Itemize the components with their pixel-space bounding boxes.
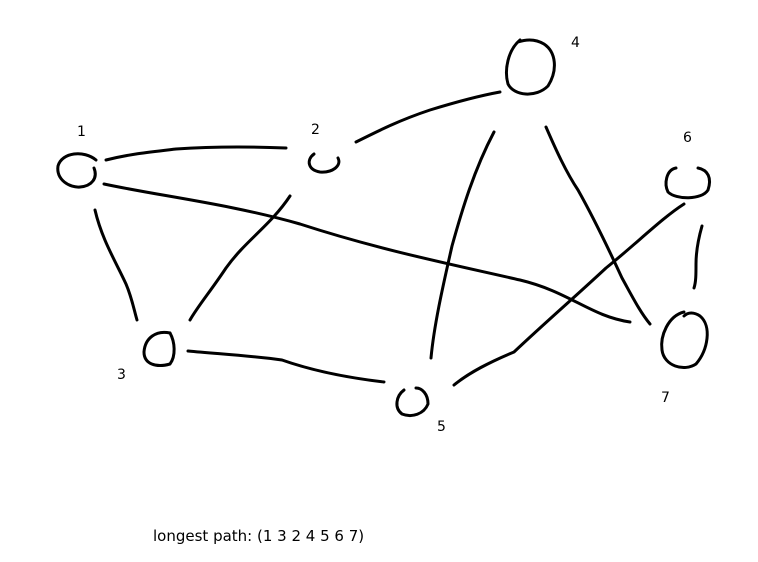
node-3-circle [142, 330, 176, 367]
node-4-circle [505, 38, 556, 96]
node-1-label: 1 [77, 124, 86, 140]
edge-2-3 [188, 194, 292, 322]
edge-5-6 [452, 202, 686, 387]
node-6-circle [664, 166, 712, 200]
edge-1-2 [104, 145, 288, 162]
node-7-label: 7 [661, 390, 670, 406]
nodes-layer [56, 38, 712, 418]
edge-1-7 [102, 182, 632, 324]
edge-2-4 [354, 90, 502, 144]
node-3-label: 3 [117, 367, 126, 383]
edge-3-5 [186, 349, 386, 384]
longest-path-caption: longest path: (1 3 2 4 5 6 7) [153, 527, 364, 545]
edge-6-7 [692, 224, 704, 290]
node-2-circle [307, 152, 341, 174]
labels-layer: 1 2 3 4 5 6 7 [77, 35, 692, 435]
node-4-label: 4 [571, 35, 580, 51]
node-2-label: 2 [311, 122, 320, 138]
edge-4-7 [544, 125, 652, 326]
edge-4-5 [429, 130, 496, 360]
node-5-circle [395, 386, 430, 418]
edges-layer [93, 90, 704, 387]
edge-1-3 [93, 208, 139, 322]
node-6-label: 6 [683, 130, 692, 146]
node-7-circle [660, 310, 709, 369]
node-5-label: 5 [437, 419, 446, 435]
node-1-circle [56, 152, 98, 189]
